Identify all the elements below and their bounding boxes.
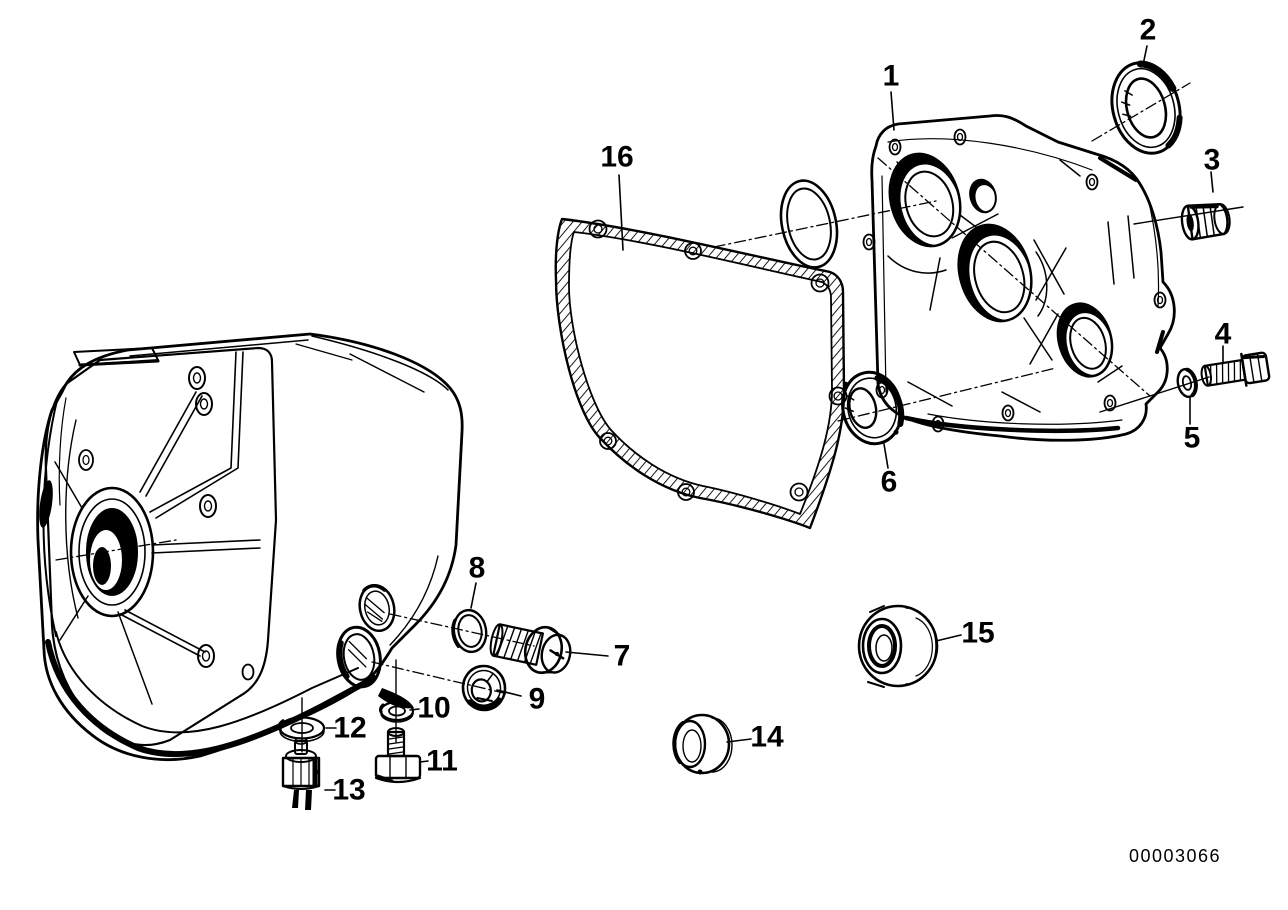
callout-1[interactable]: 1 xyxy=(883,60,900,131)
callout-5[interactable]: 5 xyxy=(1184,397,1201,455)
screw-plug-7 xyxy=(489,623,572,675)
callout-14[interactable]: 14 xyxy=(726,721,784,754)
drain-plug-11 xyxy=(374,727,422,784)
callout-12[interactable]: 12 xyxy=(325,712,367,745)
callout-10[interactable]: 10 xyxy=(409,692,451,725)
drawing-number: 00003066 xyxy=(1129,846,1221,866)
callout-13[interactable]: 13 xyxy=(324,774,366,807)
callout-label-9[interactable]: 9 xyxy=(529,683,546,716)
callout-label-6[interactable]: 6 xyxy=(881,466,898,499)
callout-3[interactable]: 3 xyxy=(1204,144,1221,193)
gearbox-housing xyxy=(36,332,464,762)
callouts: 1 2 3 4 5 6 7 8 xyxy=(324,14,1232,807)
callout-11[interactable]: 11 xyxy=(419,745,458,778)
cap-15 xyxy=(857,604,939,688)
center-lines xyxy=(301,82,1244,753)
callout-label-2[interactable]: 2 xyxy=(1140,14,1157,47)
callout-label-4[interactable]: 4 xyxy=(1215,318,1232,351)
cover-bore-main xyxy=(957,223,1033,323)
callout-label-16[interactable]: 16 xyxy=(600,141,633,174)
callout-4[interactable]: 4 xyxy=(1215,318,1232,364)
callout-label-11[interactable]: 11 xyxy=(426,745,458,778)
cover-bore-input xyxy=(888,152,962,248)
sealing-ring-10 xyxy=(379,700,415,723)
callout-6[interactable]: 6 xyxy=(881,443,898,499)
callout-label-5[interactable]: 5 xyxy=(1184,422,1201,455)
gasket xyxy=(554,217,848,530)
bolt-4 xyxy=(1200,351,1271,387)
callout-label-12[interactable]: 12 xyxy=(333,712,366,745)
callout-16[interactable]: 16 xyxy=(600,141,634,251)
callout-label-10[interactable]: 10 xyxy=(417,692,450,725)
callout-7[interactable]: 7 xyxy=(565,640,631,673)
plug-3 xyxy=(1180,202,1231,241)
callout-9[interactable]: 9 xyxy=(496,683,546,716)
shaft-seal-6 xyxy=(841,370,905,446)
housing-side-ports xyxy=(336,583,414,709)
callout-8[interactable]: 8 xyxy=(469,552,486,609)
cover-bore-small xyxy=(969,178,997,214)
cover-bore-output xyxy=(1056,302,1114,378)
callout-label-15[interactable]: 15 xyxy=(961,617,994,650)
seal-ring-unlabeled xyxy=(779,179,839,269)
callout-label-3[interactable]: 3 xyxy=(1204,144,1221,177)
sealing-ring-8 xyxy=(451,608,488,654)
housing-main-bore xyxy=(69,486,155,618)
callout-label-1[interactable]: 1 xyxy=(883,60,900,93)
housing-bolt-holes xyxy=(78,366,255,681)
callout-15[interactable]: 15 xyxy=(935,617,995,650)
callout-label-8[interactable]: 8 xyxy=(469,552,486,585)
callout-2[interactable]: 2 xyxy=(1140,14,1157,66)
sealing-ring-9 xyxy=(461,664,507,712)
callout-label-14[interactable]: 14 xyxy=(750,721,784,754)
callout-label-7[interactable]: 7 xyxy=(614,640,631,673)
gearbox-cover xyxy=(862,114,1176,442)
callout-label-13[interactable]: 13 xyxy=(332,774,365,807)
lock-washer-5 xyxy=(1176,367,1198,399)
switch-13 xyxy=(281,737,321,810)
bushing-14 xyxy=(672,713,733,775)
shaft-seal-2 xyxy=(1110,60,1183,155)
